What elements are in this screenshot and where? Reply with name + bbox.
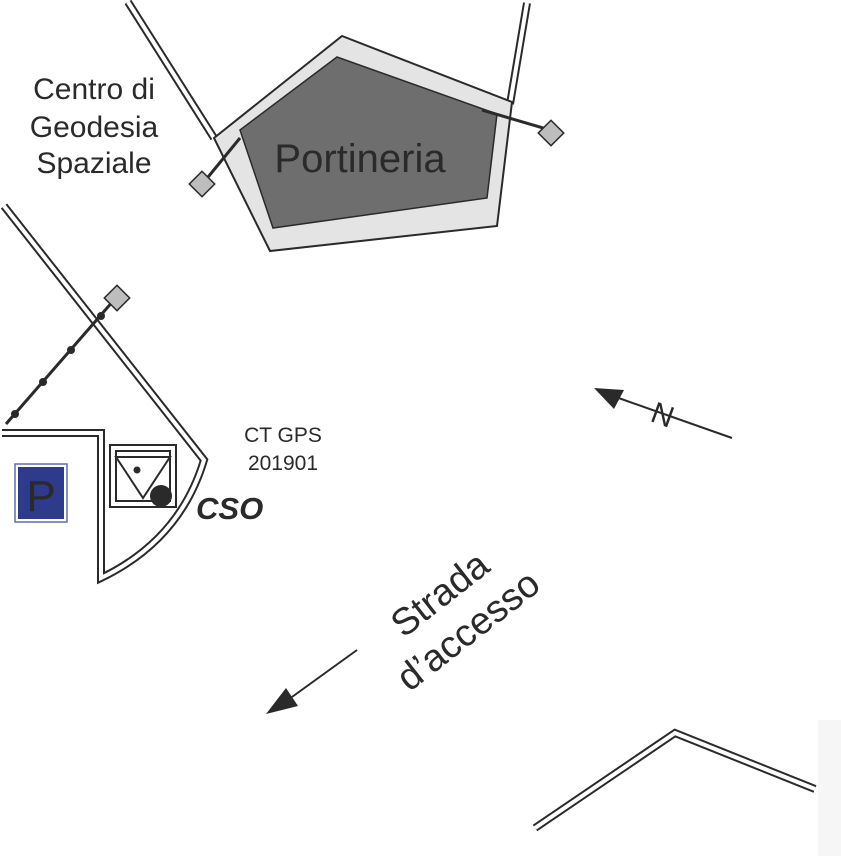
institute-label-line1: Centro di (33, 73, 155, 106)
gate-post-icon (103, 284, 131, 312)
barrier-line (4, 284, 131, 425)
institute-label-line3: Spaziale (36, 147, 151, 180)
gate-left (188, 137, 242, 198)
gps-station-symbol (109, 444, 177, 508)
building-label: Portineria (274, 137, 446, 181)
gate-post-icon (188, 170, 216, 198)
direction-arrow-icon (266, 649, 358, 714)
station-enclosure (0, 203, 209, 585)
station-code-label: CSO (196, 491, 263, 526)
gps-marker-icon (150, 485, 172, 507)
parking-icon: P (14, 463, 68, 523)
edge-strip (818, 720, 841, 856)
institute-label: Centro di Geodesia Spaziale (30, 73, 159, 180)
station-label-line2: 201901 (248, 452, 318, 475)
north-arrow-icon: N (594, 388, 733, 439)
gate-right (481, 108, 565, 147)
north-label: N (647, 396, 679, 434)
gate-post-icon (537, 119, 565, 147)
access-road-label: Strada d’accesso (383, 543, 548, 699)
boundary-wall-bottom (532, 728, 817, 832)
station-label-line1: CT GPS (244, 424, 322, 447)
building-footprint (239, 56, 498, 229)
portineria-building: Portineria (124, 0, 531, 253)
parking-label: P (26, 472, 55, 521)
institute-label-line2: Geodesia (30, 111, 159, 144)
